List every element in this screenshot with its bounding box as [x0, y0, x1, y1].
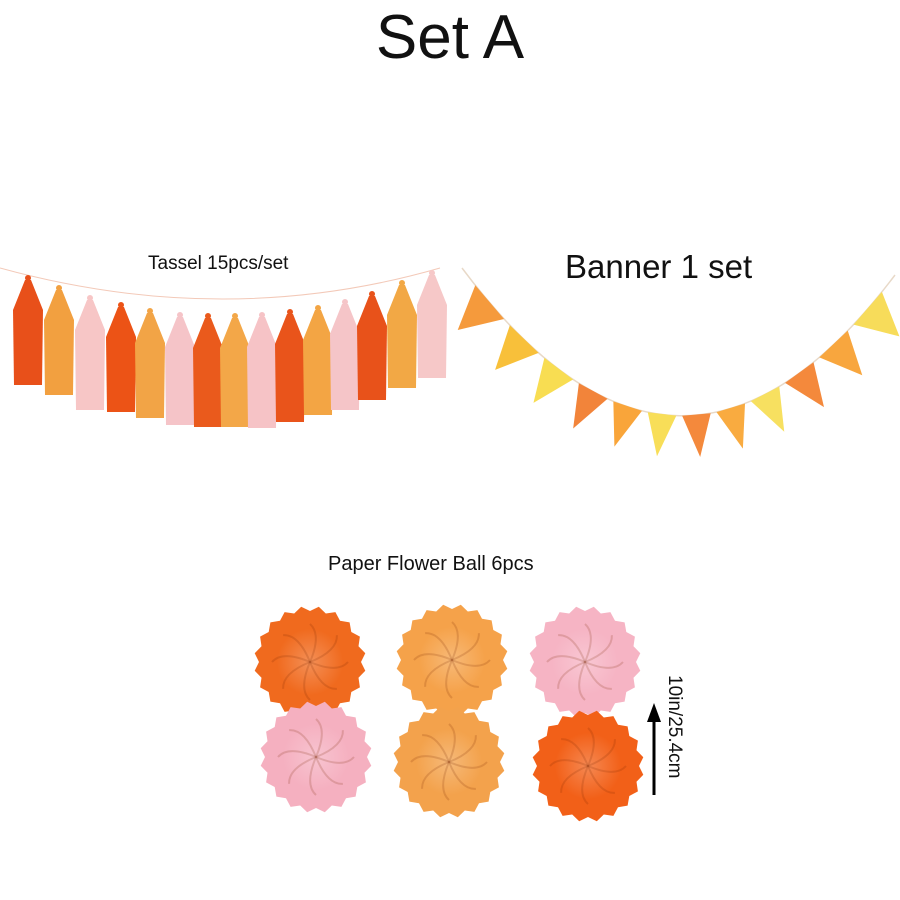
- tassel-knot: [232, 313, 238, 319]
- pennant-flag: [750, 386, 785, 432]
- paper-flower-ball: [532, 710, 644, 822]
- pennant-banner: [457, 267, 900, 457]
- paper-flower-ball: [529, 606, 641, 718]
- pennant-flag: [716, 403, 746, 449]
- tassel-knot: [25, 275, 31, 281]
- pennant-flag: [495, 325, 539, 370]
- paper-flower-ball: [396, 604, 508, 716]
- tassel: [247, 317, 277, 428]
- tassel-knot: [369, 291, 375, 297]
- tassel-knot: [147, 308, 153, 314]
- tassel: [165, 317, 195, 425]
- tassel: [330, 304, 360, 410]
- pennant-flag: [819, 330, 863, 376]
- tassel-knot: [287, 309, 293, 315]
- tassel-knot: [56, 285, 62, 291]
- pennant-flag: [853, 291, 900, 337]
- arrow-up-icon: [647, 703, 661, 795]
- size-label: 10in/25.4cm: [664, 675, 685, 779]
- pennant-flag: [573, 383, 608, 429]
- paper-flower-ball: [260, 701, 372, 813]
- tassel: [106, 307, 136, 412]
- pennant-flag: [785, 362, 824, 408]
- tassel: [135, 313, 165, 418]
- set-title: Set A: [375, 3, 525, 72]
- paper-flower-ball: [393, 706, 505, 818]
- tassel: [417, 275, 447, 378]
- pennant-flag: [682, 413, 711, 457]
- tassel-knot: [118, 302, 124, 308]
- paper-flower-ball: [254, 606, 366, 718]
- tassel: [75, 300, 105, 410]
- paper-flower-balls: [254, 604, 644, 822]
- tassel: [357, 296, 387, 400]
- tassel-knot: [177, 312, 183, 318]
- flower-label: Paper Flower Ball 6pcs: [328, 553, 534, 575]
- tassel-knot: [315, 305, 321, 311]
- tassel-knot: [429, 270, 435, 276]
- tassel-knot: [205, 313, 211, 319]
- tassel-knot: [342, 299, 348, 305]
- tassel: [13, 280, 43, 385]
- tassel-knot: [399, 280, 405, 286]
- tassel: [220, 318, 250, 427]
- tassel: [193, 318, 223, 427]
- tassel: [387, 285, 417, 388]
- pennant-flag: [533, 357, 574, 403]
- tassel: [44, 290, 74, 395]
- banner-label: Banner 1 set: [565, 248, 753, 285]
- pennant-flag: [613, 401, 642, 447]
- pennant-flag: [457, 285, 505, 331]
- tassel-label: Tassel 15pcs/set: [148, 253, 289, 274]
- tassel-knot: [87, 295, 93, 301]
- tassel-knot: [259, 312, 265, 318]
- tassel: [303, 310, 333, 415]
- tassel-garland: [0, 267, 447, 428]
- tassel: [275, 314, 305, 422]
- pennant-flag: [647, 412, 677, 457]
